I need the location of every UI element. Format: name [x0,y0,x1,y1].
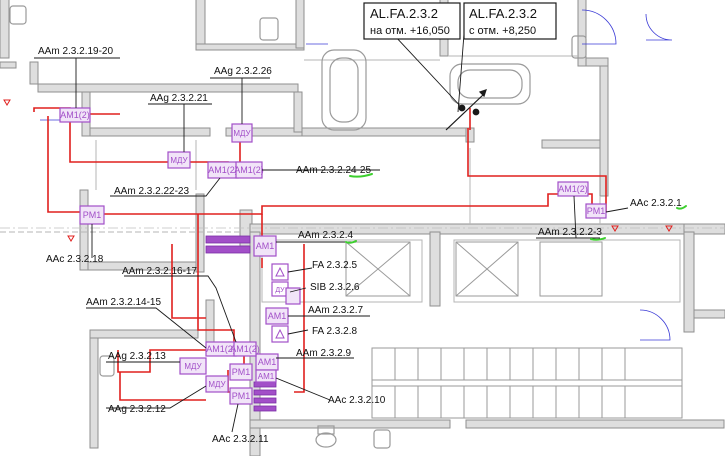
label-aac-18: AAc 2.3.2.18 [46,254,104,265]
svg-text:ДУ: ДУ [275,287,285,294]
device-pm-bottom-a[interactable]: РМ1 [229,363,253,381]
svg-text:РМ1: РМ1 [587,206,605,216]
device-am-bottom-b[interactable]: АМ1(2) [230,341,260,357]
device-am-center-a[interactable]: АМ1(2) [207,161,239,179]
device-mdu-mid[interactable]: МДУ [167,151,191,169]
label-aag-13: AAg 2.3.2.13 [108,351,166,362]
label-aac-1: AAc 2.3.2.1 [630,198,682,209]
svg-text:AL.FA.2.3.2: AL.FA.2.3.2 [469,6,537,21]
interior-lines [0,55,681,303]
riser-symbol [445,89,487,131]
svg-text:на отм. +16,050: на отм. +16,050 [370,25,450,37]
sink-right [571,35,587,59]
device-pm-bottom-b[interactable]: РМ1 [229,387,253,405]
svg-text:МДУ: МДУ [208,380,226,389]
svg-text:АМ1: АМ1 [256,241,275,251]
svg-text:АМ1(2): АМ1(2) [60,110,90,120]
svg-text:АМ1(2): АМ1(2) [558,184,588,194]
panel-blocks [205,235,277,412]
label-aam-16-17: AAm 2.3.2.16-17 [122,266,197,277]
label-aag-21: AAg 2.3.2.21 [150,93,208,104]
revision-marks [345,173,687,244]
svg-text:АМ1: АМ1 [258,357,277,367]
devices: АМ1(2) МДУ МДУ АМ1(2) АМ1(2) АМ1(2) РМ1 [59,107,607,405]
callout-riser-bottom[interactable]: AL.FA.2.3.2 с отм. +8,250 [463,2,557,40]
cable-routes [33,107,607,401]
label-aam-2-3: AAm 2.3.2.2-3 [538,227,602,238]
callout-riser-top[interactable]: AL.FA.2.3.2 на отм. +16,050 [363,2,461,40]
svg-text:АМ1(2): АМ1(2) [234,165,264,175]
svg-text:АМ1(2): АМ1(2) [230,344,260,354]
device-labels: AAm 2.3.2.19-20 AAg 2.3.2.26 AAg 2.3.2.2… [38,46,682,445]
sink-far-left [9,5,27,25]
smoke-detector-fa8[interactable] [271,325,289,343]
svg-text:АМ1: АМ1 [268,311,287,321]
device-mdu-bottom-a[interactable]: МДУ [179,357,207,375]
svg-text:МДУ: МДУ [170,156,188,165]
toilet-bottom [315,425,337,448]
device-am-bottom-c[interactable]: АМ1 [255,369,277,383]
device-mdu-top[interactable]: МДУ [231,123,253,143]
stair [371,347,683,419]
device-am-right[interactable]: АМ1(2) [557,181,589,197]
remote-markers [3,99,673,242]
smoke-detector-fa5[interactable] [271,263,289,281]
label-fa-5: FA 2.3.2.5 [312,260,357,271]
device-mdu-bottom-b[interactable]: МДУ [205,375,229,393]
device-pm-left[interactable]: РМ1 [79,205,105,225]
label-aag-12: AAg 2.3.2.12 [108,404,166,415]
svg-text:РМ1: РМ1 [83,210,101,220]
svg-text:с отм. +8,250: с отм. +8,250 [469,25,536,37]
label-aag-26: AAg 2.3.2.26 [214,66,272,77]
svg-text:АМ1(2): АМ1(2) [206,344,236,354]
label-aam-7: AAm 2.3.2.7 [308,305,363,316]
device-am-center-b[interactable]: АМ1(2) [234,161,264,179]
device-am-stack-1[interactable]: АМ1 [265,307,289,325]
device-am-top-left[interactable]: АМ1(2) [59,107,91,123]
label-aac-10: AAc 2.3.2.10 [328,395,386,406]
label-aac-11: AAc 2.3.2.11 [212,434,269,445]
bathtub-left [321,49,367,131]
device-am-stack-2[interactable]: АМ1 [255,353,279,371]
sink-bottom-center [373,429,391,449]
svg-text:РМ1: РМ1 [232,367,250,377]
label-aam-9: AAm 2.3.2.9 [296,348,351,359]
label-aam-24-25: AAm 2.3.2.24-25 [296,165,371,176]
label-aam-4: AAm 2.3.2.4 [298,230,353,241]
device-pm-right[interactable]: РМ1 [585,203,607,219]
svg-text:АМ1: АМ1 [258,372,275,381]
svg-text:AL.FA.2.3.2: AL.FA.2.3.2 [370,6,438,21]
bathtub-right [449,63,531,105]
sink-bottom-left [99,355,115,377]
elevator-shafts [345,241,603,297]
manual-call-point[interactable] [285,287,301,305]
svg-text:МДУ: МДУ [233,129,251,138]
svg-text:РМ1: РМ1 [232,391,250,401]
label-aam-14-15: AAm 2.3.2.14-15 [86,297,161,308]
label-aam-19-20: AAm 2.3.2.19-20 [38,46,113,57]
sink-top-left [259,17,279,41]
label-sib-6: SIB 2.3.2.6 [310,282,360,293]
svg-text:МДУ: МДУ [184,362,202,371]
device-am-corridor[interactable]: АМ1 [253,235,277,257]
label-fa-8: FA 2.3.2.8 [312,326,357,337]
svg-text:АМ1(2): АМ1(2) [208,165,238,175]
label-aam-22-23: AAm 2.3.2.22-23 [114,186,189,197]
